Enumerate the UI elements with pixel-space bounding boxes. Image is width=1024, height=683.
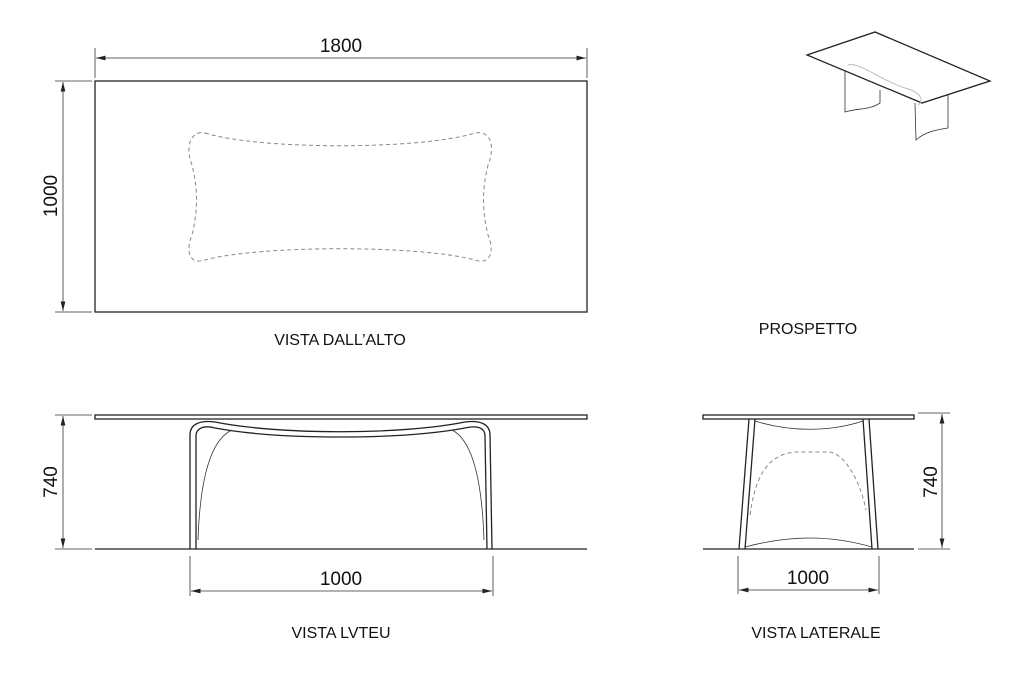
front-table-top (94, 414, 588, 420)
front-view: 740 1000 VISTA LVTEU (41, 414, 588, 642)
table-top-outline (94, 80, 588, 313)
perspective-label: PROSPETTO (759, 321, 857, 338)
side-left-leg (738, 418, 756, 550)
front-leg-frame (189, 420, 493, 550)
side-top-curve (754, 420, 864, 430)
perspective-view: PROSPETTO (759, 31, 992, 338)
perspective-top (805, 31, 992, 104)
side-table-top (702, 414, 915, 420)
front-view-label: VISTA LVTEU (292, 625, 391, 642)
front-leg-curve (197, 429, 233, 541)
front-base-dimension: 1000 (320, 569, 362, 590)
side-bottom-curve (744, 537, 873, 548)
perspective-base-curve (847, 64, 922, 106)
side-hidden-outline (749, 451, 867, 516)
side-height-dimension: 740 (921, 466, 942, 498)
perspective-leg (844, 70, 881, 113)
width-dimension: 1800 (320, 36, 362, 57)
top-view: 1800 1000 VISTA DALL’ALTO (41, 36, 588, 349)
side-view-label: VISTA LATERALE (751, 625, 880, 642)
depth-dimension: 1000 (41, 175, 62, 217)
base-hidden-outline (188, 132, 492, 262)
top-view-label: VISTA DALL’ALTO (274, 332, 406, 349)
front-height-dimension: 740 (41, 466, 62, 498)
side-view: 740 1000 VISTA LATERALE (702, 412, 950, 642)
side-base-dimension: 1000 (787, 568, 829, 589)
side-right-leg (862, 418, 879, 550)
front-leg-curve (451, 429, 485, 541)
front-leg-frame-inner (195, 426, 488, 550)
perspective-leg (914, 95, 949, 141)
